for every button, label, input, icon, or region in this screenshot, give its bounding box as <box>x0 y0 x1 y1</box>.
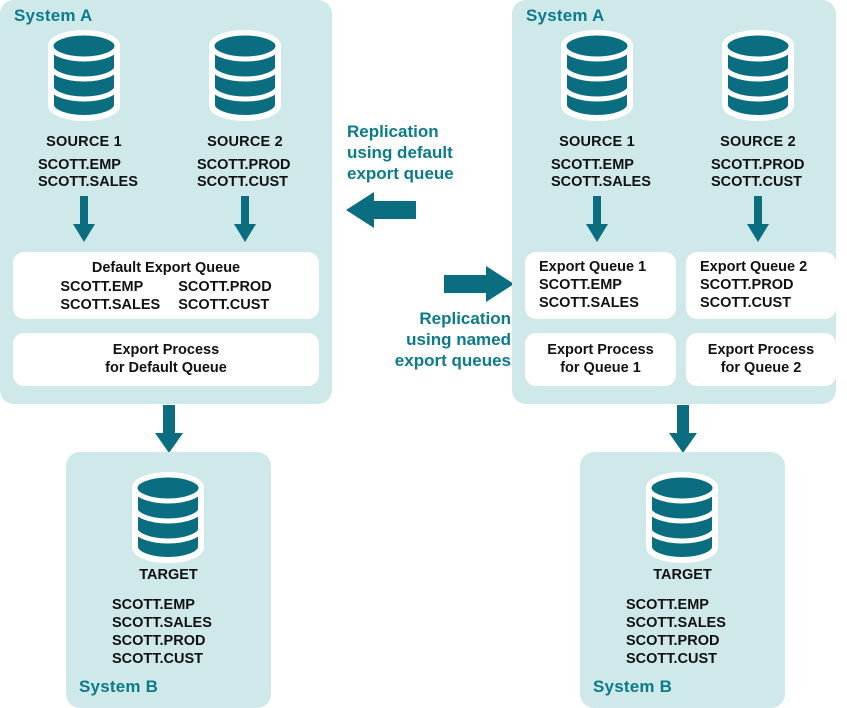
table-name: SCOTT.CUST <box>700 295 792 311</box>
table-name: SCOTT.PROD <box>700 277 794 293</box>
caption-line: Replication <box>347 122 439 141</box>
default-queue-column-2: SCOTT.PROD SCOTT.CUST <box>178 278 271 314</box>
default-queue-column-1: SCOTT.EMP SCOTT.SALES <box>60 278 160 314</box>
left-target-label: TARGET <box>139 567 198 583</box>
table-name: SCOTT.SALES <box>112 615 212 631</box>
database-cylinder-icon <box>45 28 123 123</box>
left-system-b-title: System B <box>79 677 159 696</box>
arrow-down-icon <box>153 405 185 455</box>
caption-line: Replication <box>419 309 511 328</box>
export-process-line-2: for Default Queue <box>105 360 227 376</box>
table-name: SCOTT.CUST <box>197 174 289 190</box>
database-cylinder-icon <box>643 470 721 565</box>
left-source-1-label: SOURCE 1 <box>46 134 122 150</box>
table-name: SCOTT.SALES <box>60 297 161 313</box>
replication-default-caption: Replication using default export queue <box>347 121 454 184</box>
left-target-tables: SCOTT.EMP SCOTT.SALES SCOTT.PROD SCOTT.C… <box>112 596 212 668</box>
right-system-b-title: System B <box>593 677 673 696</box>
export-process-1-box: Export Process for Queue 1 <box>525 333 676 386</box>
caption-line: using default <box>347 143 453 162</box>
table-name: SCOTT.SALES <box>539 295 639 311</box>
export-queue-2-box: Export Queue 2 SCOTT.PROD SCOTT.CUST <box>686 252 836 319</box>
table-name: SCOTT.PROD <box>178 279 272 295</box>
database-cylinder-icon <box>719 28 797 123</box>
table-name: SCOTT.SALES <box>38 174 138 190</box>
table-name: SCOTT.EMP <box>539 277 622 293</box>
export-queue-1-title: Export Queue 1 <box>539 259 647 275</box>
right-target-label: TARGET <box>653 567 712 583</box>
right-system-a-title: System A <box>526 6 605 25</box>
default-export-process-box: Export Process for Default Queue <box>13 333 319 386</box>
table-name: SCOTT.PROD <box>197 157 291 173</box>
export-process-line-2: for Queue 1 <box>560 360 641 376</box>
table-name: SCOTT.PROD <box>626 633 720 649</box>
default-export-queue-title: Default Export Queue <box>91 260 241 276</box>
database-cylinder-icon <box>558 28 636 123</box>
table-name: SCOTT.PROD <box>112 633 206 649</box>
table-name: SCOTT.CUST <box>178 297 270 313</box>
table-name: SCOTT.EMP <box>551 157 634 173</box>
database-cylinder-icon <box>129 470 207 565</box>
export-process-line-1: Export Process <box>112 342 220 358</box>
arrow-down-icon <box>232 196 258 244</box>
left-source-2-tables: SCOTT.PROD SCOTT.CUST <box>197 157 290 191</box>
left-source-2-label: SOURCE 2 <box>207 134 283 150</box>
right-target-tables: SCOTT.EMP SCOTT.SALES SCOTT.PROD SCOTT.C… <box>626 596 726 668</box>
arrow-down-icon <box>584 196 610 244</box>
caption-line: export queue <box>347 164 454 183</box>
table-name: SCOTT.PROD <box>711 157 805 173</box>
table-name: SCOTT.CUST <box>711 174 803 190</box>
right-source-2-tables: SCOTT.PROD SCOTT.CUST <box>711 157 804 191</box>
arrow-left-icon <box>344 190 416 230</box>
arrow-down-icon <box>667 405 699 455</box>
export-queue-1-box: Export Queue 1 SCOTT.EMP SCOTT.SALES <box>525 252 676 319</box>
export-queue-2-title: Export Queue 2 <box>700 259 808 275</box>
left-system-a-title: System A <box>14 6 93 25</box>
caption-line: using named <box>406 330 511 349</box>
table-name: SCOTT.CUST <box>112 651 204 667</box>
table-name: SCOTT.SALES <box>626 615 726 631</box>
table-name: SCOTT.SALES <box>551 174 651 190</box>
table-name: SCOTT.EMP <box>60 279 144 295</box>
export-process-line-2: for Queue 2 <box>720 360 802 376</box>
right-source-2-label: SOURCE 2 <box>720 134 796 150</box>
default-export-queue-box: Default Export Queue SCOTT.EMP SCOTT.SAL… <box>13 252 319 319</box>
table-name: SCOTT.EMP <box>112 597 195 613</box>
export-process-line-1: Export Process <box>547 342 654 358</box>
database-cylinder-icon <box>206 28 284 123</box>
left-source-1-tables: SCOTT.EMP SCOTT.SALES <box>38 157 138 191</box>
arrow-down-icon <box>71 196 97 244</box>
table-name: SCOTT.CUST <box>626 651 718 667</box>
export-process-2-box: Export Process for Queue 2 <box>686 333 836 386</box>
caption-line: export queues <box>394 351 511 370</box>
right-source-1-tables: SCOTT.EMP SCOTT.SALES <box>551 157 651 191</box>
arrow-right-icon <box>444 264 516 304</box>
right-source-1-label: SOURCE 1 <box>559 134 635 150</box>
replication-named-caption: Replication using named export queues <box>336 308 511 371</box>
arrow-down-icon <box>745 196 771 244</box>
export-process-line-1: Export Process <box>707 342 815 358</box>
table-name: SCOTT.EMP <box>38 157 121 173</box>
table-name: SCOTT.EMP <box>626 597 709 613</box>
